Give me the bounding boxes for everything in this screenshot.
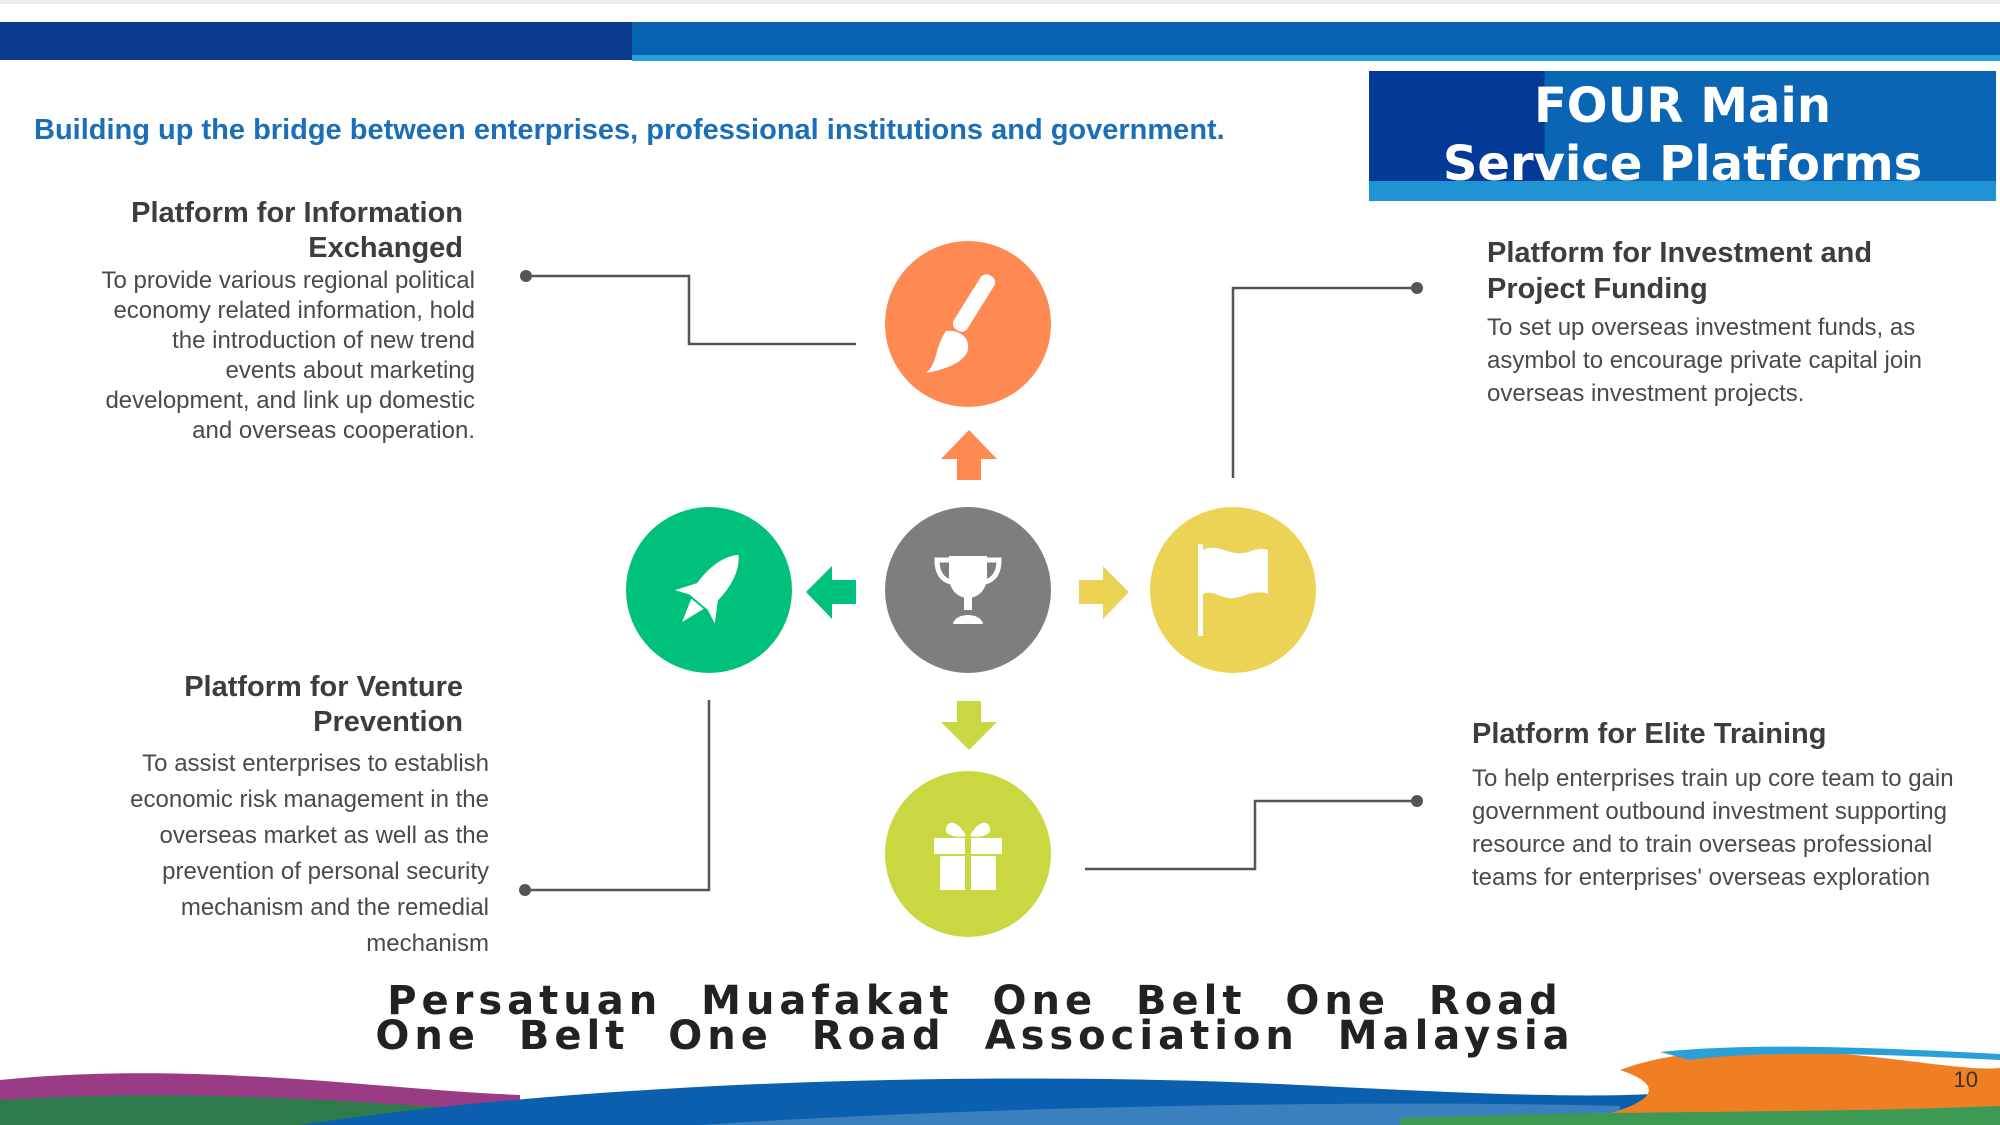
trophy-icon	[934, 556, 1002, 624]
venture-platform-circle	[626, 507, 792, 673]
arrow-down	[941, 701, 997, 750]
slide-title-line2: Service Platforms	[1442, 136, 1923, 192]
connector-information	[526, 274, 856, 346]
connector-investment	[1231, 286, 1417, 478]
connector-dot-information	[520, 270, 532, 282]
arrow-up	[941, 430, 997, 480]
page-number: 10	[1953, 1067, 1978, 1092]
investment-platform-title: Platform for Investment and Project Fund…	[1487, 237, 1873, 305]
header-band-light	[632, 22, 2000, 56]
flag-icon	[1198, 544, 1268, 636]
rocket-icon	[674, 554, 739, 624]
connector-dot-investment	[1411, 282, 1423, 294]
header-band-stripe	[632, 55, 2000, 61]
slide-title-line1: FOUR Main	[1533, 78, 1832, 134]
arrow-left	[806, 566, 856, 619]
footer-waves	[0, 1046, 2000, 1125]
training-platform-circle	[885, 771, 1051, 937]
information-platform-description: To provide various regional political ec…	[101, 267, 475, 444]
investment-platform-block: Platform for Investment and Project Fund…	[1487, 235, 1927, 410]
paintbrush-icon	[926, 274, 996, 373]
training-platform-title: Platform for Elite Training	[1472, 718, 1827, 750]
header-band-dark	[0, 22, 632, 60]
training-platform-block: Platform for Elite Training To help ente…	[1472, 717, 1972, 894]
connector-training	[1085, 799, 1417, 871]
information-platform-block: Platform for Information Exchanged To pr…	[95, 196, 475, 446]
investment-platform-description: To set up overseas investment funds, as …	[1487, 314, 1922, 407]
information-platform-circle	[885, 241, 1051, 407]
training-platform-description: To help enterprises train up core team t…	[1472, 765, 1954, 891]
connector-dot-venture	[519, 884, 531, 896]
title-box: FOUR Main Service Platforms	[1369, 71, 1996, 201]
venture-platform-block: Platform for Venture Prevention To assis…	[95, 670, 489, 962]
arrow-right	[1079, 566, 1129, 619]
center-trophy-circle	[885, 507, 1051, 673]
title-box-stripe	[1369, 181, 1996, 201]
connector-venture	[525, 700, 711, 892]
venture-platform-description: To assist enterprises to establish econo…	[130, 750, 489, 957]
gift-icon	[934, 822, 1002, 890]
association-name-malay: Persatuan Muafakat One Belt One Road	[387, 978, 1563, 1024]
association-name-english: One Belt One Road Association Malaysia	[375, 1013, 1575, 1059]
slide-title: FOUR Main Service Platforms	[1369, 77, 1996, 193]
connector-dot-training	[1411, 795, 1423, 807]
investment-platform-circle	[1150, 507, 1316, 673]
top-border	[0, 0, 2000, 4]
slide-subtitle: Building up the bridge between enterpris…	[34, 114, 1225, 146]
information-platform-title: Platform for Information Exchanged	[131, 197, 463, 264]
venture-platform-title: Platform for Venture Prevention	[184, 671, 463, 738]
